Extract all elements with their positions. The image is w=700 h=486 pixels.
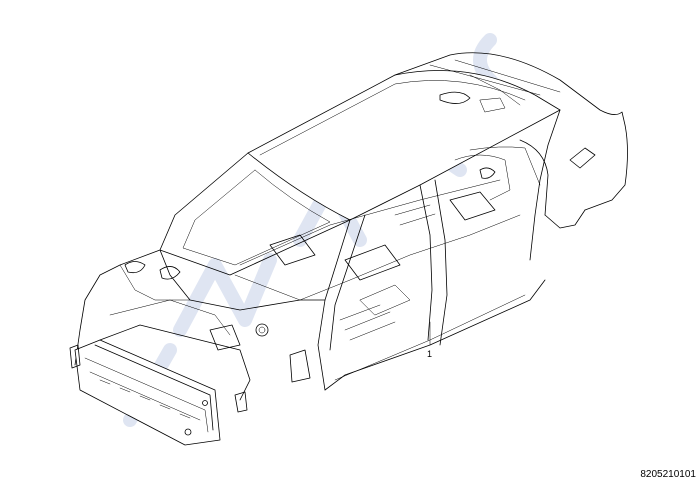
callout-label: 1 — [427, 349, 432, 359]
reference-code: 8205210101 — [640, 469, 696, 480]
car-body-shell — [69, 52, 628, 446]
callout-1: 1 — [427, 321, 432, 359]
